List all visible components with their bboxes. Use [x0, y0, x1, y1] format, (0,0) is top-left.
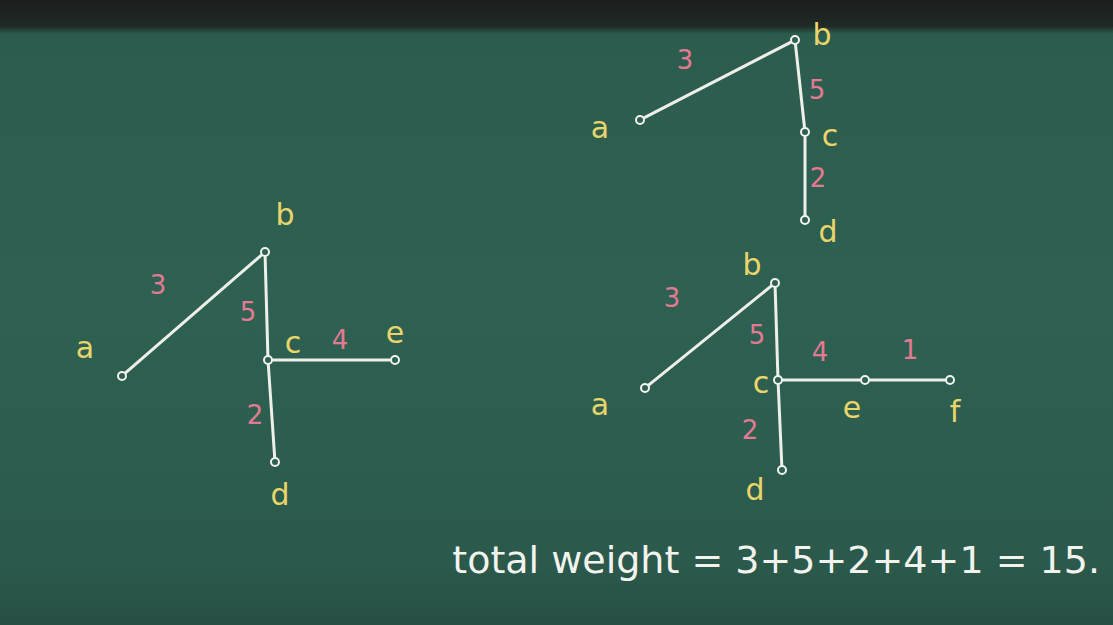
vertex-letter: d	[270, 480, 289, 510]
vertex-dot: d	[777, 465, 787, 475]
edge-weight: 3	[150, 272, 167, 298]
tree-edge	[268, 365, 274, 457]
vertex-letter: a	[591, 390, 609, 420]
tree-edge	[783, 379, 860, 382]
edge-weight: 4	[812, 339, 829, 365]
vertex-dot: a	[635, 115, 645, 125]
vertex-letter: f	[950, 397, 961, 427]
tree-edge	[273, 359, 390, 362]
tree-edge	[804, 137, 807, 215]
vertex-dot: a	[117, 371, 127, 381]
tree-edge	[265, 257, 268, 355]
vertex-letter: d	[745, 475, 764, 505]
vertex-dot: c	[800, 127, 810, 137]
vertex-letter: a	[76, 333, 94, 363]
tree-edge	[775, 288, 778, 375]
vertex-letter: b	[812, 20, 831, 50]
vertex-dot: d	[270, 457, 280, 467]
vertex-letter: e	[843, 393, 861, 423]
vertex-dot: b	[790, 35, 800, 45]
vertex-letter: b	[275, 200, 294, 230]
edge-weight: 2	[247, 402, 264, 428]
tree-edge	[870, 379, 945, 382]
vertex-dot: b	[260, 247, 270, 257]
vertex-letter: b	[742, 250, 761, 280]
edge-weight: 3	[664, 285, 681, 311]
vertex-letter: c	[753, 368, 770, 398]
vertex-dot: e	[390, 355, 400, 365]
vertex-letter: a	[591, 113, 609, 143]
edge-weight: 3	[677, 47, 694, 73]
edge-weight: 5	[749, 322, 766, 348]
vertex-dot: e	[860, 375, 870, 385]
vertex-letter: c	[285, 328, 302, 358]
edge-weight: 5	[809, 77, 826, 103]
tree-edge	[778, 385, 782, 465]
vertex-dot: f	[945, 375, 955, 385]
vertex-letter: d	[818, 217, 837, 247]
vertex-dot: b	[770, 278, 780, 288]
tree-edge	[126, 255, 261, 372]
edge-weight: 5	[240, 299, 257, 325]
vertex-dot: c	[263, 355, 273, 365]
tree-edge	[796, 45, 805, 127]
vertex-letter: c	[822, 121, 839, 151]
edge-weight: 1	[902, 337, 919, 363]
edge-weight: 4	[332, 327, 349, 353]
edge-weight: 2	[742, 417, 759, 443]
vertex-letter: e	[386, 318, 404, 348]
vertex-dot: a	[640, 383, 650, 393]
tree-edge	[644, 42, 790, 117]
total-weight-note: total weight = 3+5+2+4+1 = 15.	[452, 541, 1100, 579]
edge-weight: 2	[810, 165, 827, 191]
vertex-dot: d	[800, 215, 810, 225]
vertex-dot: c	[773, 375, 783, 385]
